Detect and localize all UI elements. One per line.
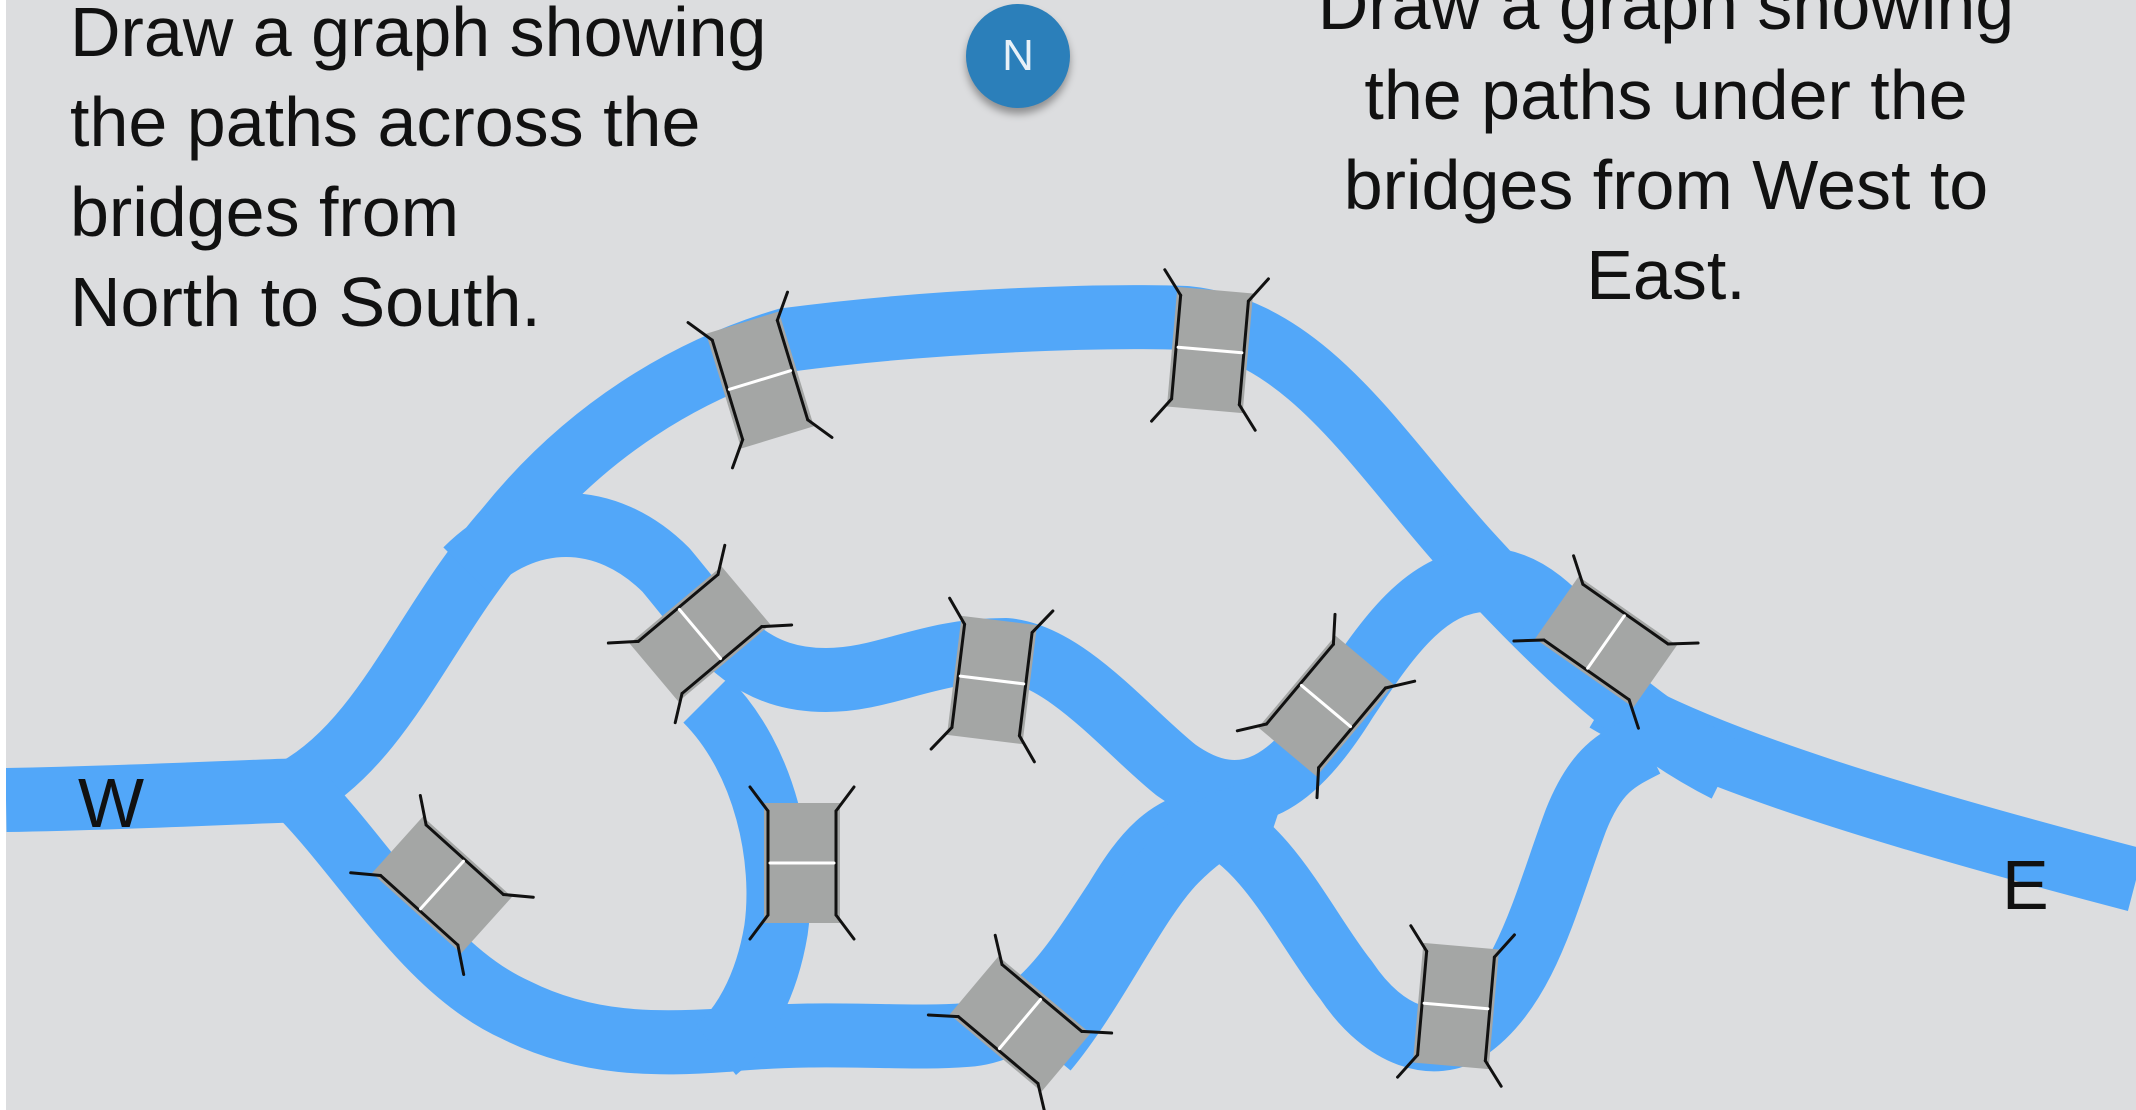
- east-bank-label: E: [2002, 846, 2049, 924]
- bridge: [1150, 268, 1270, 432]
- bridge: [1512, 554, 1700, 730]
- bridge: [1396, 924, 1516, 1088]
- slide: Draw a graph showing the paths across th…: [6, 0, 2136, 1110]
- river-channel-lower-west: [1021, 784, 1287, 1071]
- bridges: [349, 268, 1700, 1110]
- river: [6, 285, 2136, 1075]
- bridge: [349, 794, 535, 976]
- west-bank-label: W: [78, 764, 145, 842]
- river-diagram: [6, 268, 2136, 1110]
- river-west-inflow: [6, 758, 307, 832]
- bridge: [686, 290, 834, 470]
- bridge: [926, 933, 1114, 1110]
- bridge: [929, 596, 1055, 764]
- bridge: [606, 543, 794, 725]
- north-compass-badge: N: [966, 4, 1070, 108]
- river-channel-upper-inner: [443, 493, 1621, 824]
- instruction-north-south: Draw a graph showing the paths across th…: [70, 0, 767, 341]
- bridge: [748, 785, 856, 941]
- instruction-west-east: Draw a graph showing the paths under the…: [1317, 0, 2015, 314]
- bridge: [1235, 612, 1417, 800]
